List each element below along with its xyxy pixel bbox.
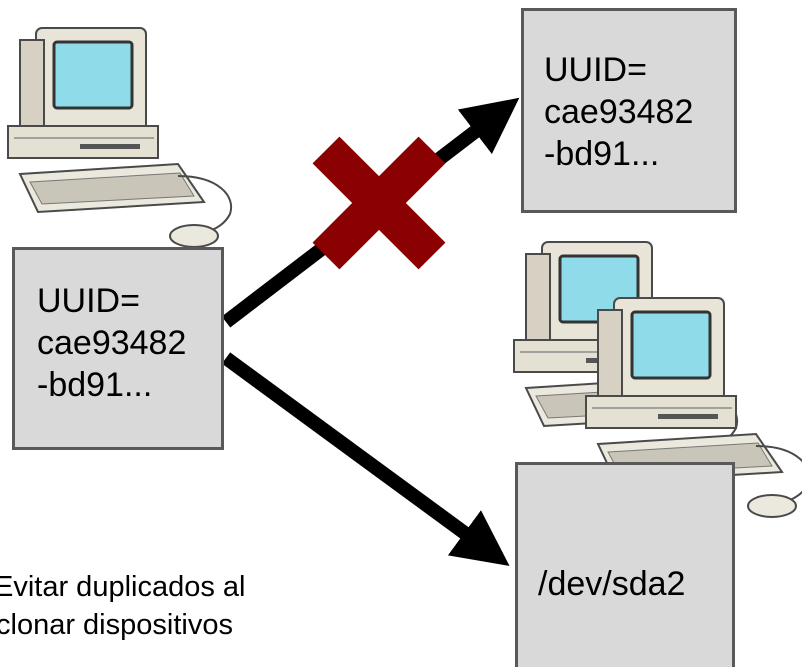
target-uuid-line-3: -bd91... <box>544 135 660 173</box>
source-uuid-line-3: -bd91... <box>37 366 153 404</box>
caption-line-1: Evitar duplicados al <box>0 571 246 603</box>
caption-line-2: clonar dispositivos <box>0 609 233 641</box>
arrow-to-device-box <box>221 352 510 566</box>
source-uuid-line-1: UUID= <box>37 282 140 320</box>
cross-mark-icon <box>312 136 446 270</box>
target-uuid-box: UUID= cae93482 -bd91... <box>521 8 737 213</box>
target-device-box: /dev/sda2 <box>515 462 735 667</box>
device-path-label: /dev/sda2 <box>538 565 686 603</box>
source-uuid-line-2: cae93482 <box>37 324 187 362</box>
target-uuid-line-1: UUID= <box>544 51 647 89</box>
target-uuid-line-2: cae93482 <box>544 93 694 131</box>
computer-icon <box>6 26 233 249</box>
source-uuid-box: UUID= cae93482 -bd91... <box>12 247 224 450</box>
